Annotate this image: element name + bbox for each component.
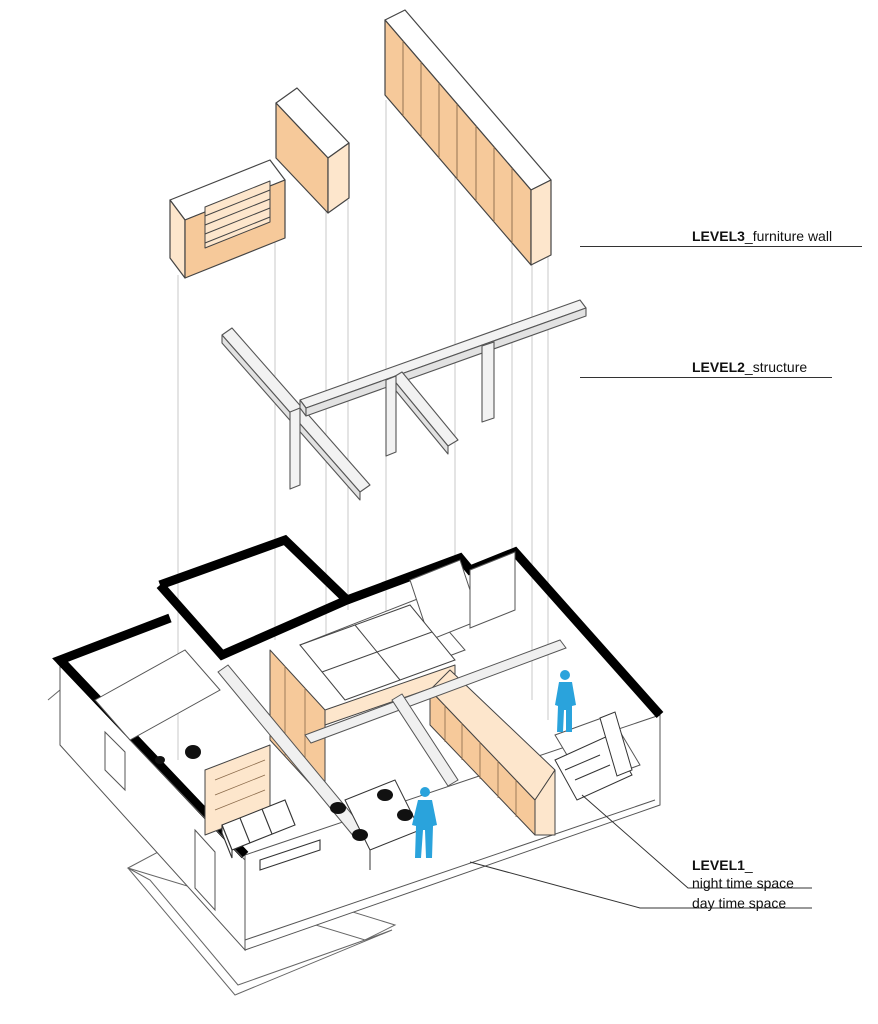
level2-label: LEVEL2_structure xyxy=(692,359,807,376)
furniture-block-c xyxy=(384,9,552,266)
level3-label-text: _furniture wall xyxy=(744,228,833,244)
level1-label-underscore: _ xyxy=(744,857,753,873)
furniture-block-b xyxy=(275,87,350,214)
bed xyxy=(554,711,633,801)
level3-leader-line xyxy=(580,246,862,247)
level1-label-night: night time space xyxy=(692,875,794,891)
level1-floor-plan xyxy=(47,534,664,996)
human-figures xyxy=(412,670,576,858)
level2-label-bold: LEVEL2 xyxy=(692,359,745,375)
level1-label: LEVEL1_ xyxy=(692,857,753,874)
level3-label: LEVEL3_furniture wall xyxy=(692,228,832,245)
level1-label-day: day time space xyxy=(692,895,787,911)
sofa xyxy=(221,799,321,871)
figure-standing-dining xyxy=(412,787,437,858)
furniture-block-a xyxy=(169,159,286,279)
figure-standing-right xyxy=(555,670,576,732)
level3-furniture-wall xyxy=(169,9,552,279)
dining-set xyxy=(155,745,421,870)
level2-label-text: _structure xyxy=(744,359,808,375)
level1-label-bold: LEVEL1 xyxy=(692,857,745,873)
level1-leaders xyxy=(469,794,812,909)
level2-leader-line xyxy=(580,377,832,378)
level2-structure xyxy=(221,299,587,501)
level3-label-bold: LEVEL3 xyxy=(692,228,745,244)
